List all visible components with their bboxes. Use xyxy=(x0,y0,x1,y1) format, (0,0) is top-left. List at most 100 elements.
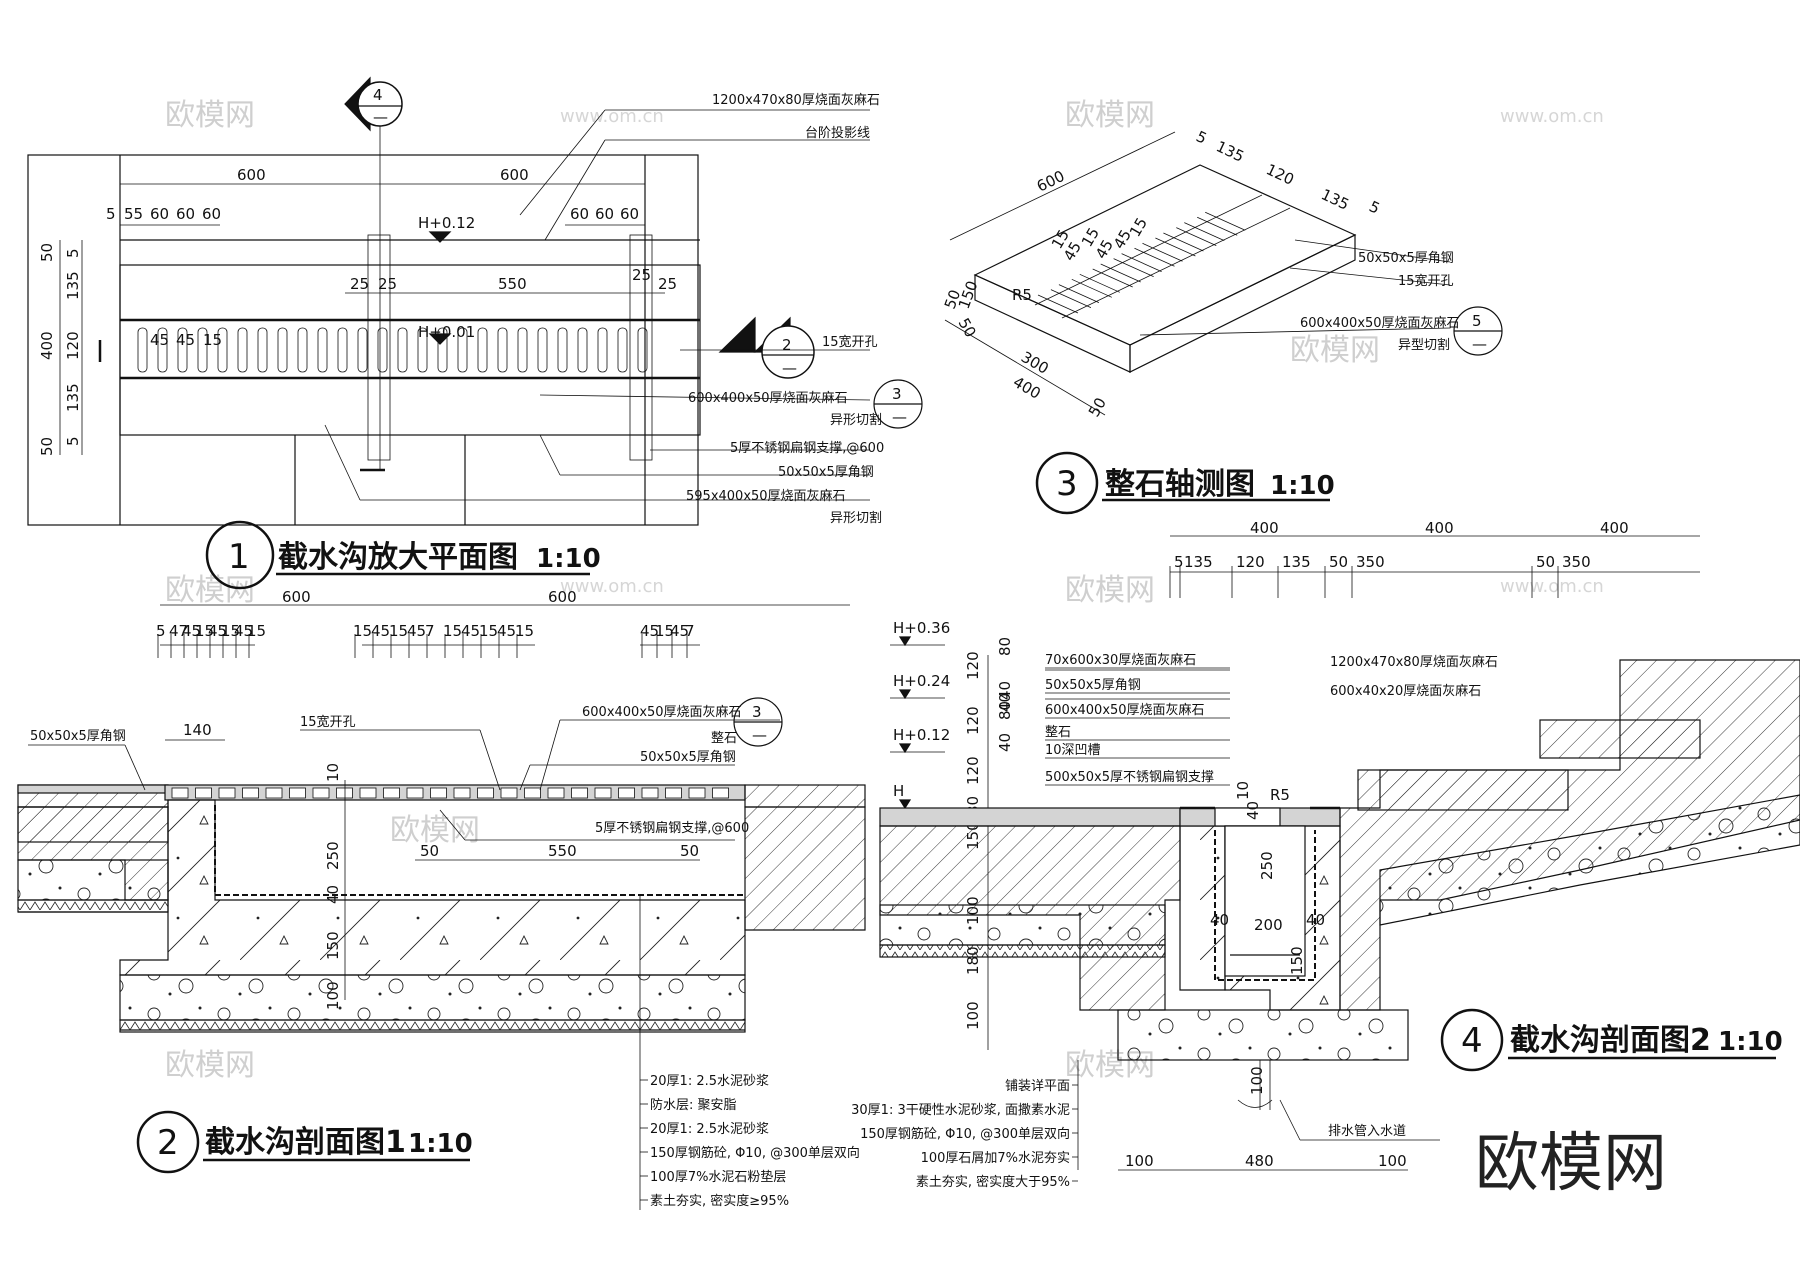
view-title-3: 3 整石轴测图 1:10 xyxy=(1035,451,1335,515)
svg-text:250: 250 xyxy=(324,841,342,870)
svg-text:5厚不锈钢扁钢支撑,@600: 5厚不锈钢扁钢支撑,@600 xyxy=(595,821,749,836)
slot xyxy=(537,327,548,373)
svg-text:3: 3 xyxy=(892,385,902,403)
svg-text:截水沟放大平面图: 截水沟放大平面图 xyxy=(278,540,518,575)
svg-text:60: 60 xyxy=(202,205,221,223)
detail-marker-3: 3 — xyxy=(733,697,783,747)
slot xyxy=(337,327,348,373)
slot xyxy=(437,327,448,373)
svg-text:1:10: 1:10 xyxy=(536,544,601,574)
svg-text:595x400x50厚烧面灰麻石: 595x400x50厚烧面灰麻石 xyxy=(686,489,846,504)
slot xyxy=(197,327,208,373)
dim-label: R5 xyxy=(1270,786,1290,804)
svg-text:135: 135 xyxy=(1318,185,1352,213)
slot xyxy=(277,327,288,373)
svg-text:异形切割: 异形切割 xyxy=(830,510,882,526)
slot xyxy=(665,787,682,799)
slot xyxy=(218,787,236,799)
dim-label: 30厚1: 3干硬性水泥砂浆, 面撒素水泥 xyxy=(851,1102,1070,1118)
iso-slot xyxy=(1134,247,1175,267)
dim-label: 10深凹槽 xyxy=(1045,743,1101,758)
dim-label: 120 xyxy=(1236,553,1265,571)
svg-text:5: 5 xyxy=(1366,197,1382,217)
svg-text:400: 400 xyxy=(1600,519,1629,537)
iso-slot xyxy=(1184,222,1225,241)
section-marker-2: 2 — xyxy=(718,316,815,379)
slot xyxy=(477,787,494,799)
dim-label: 15 xyxy=(247,622,266,640)
svg-text:135: 135 xyxy=(1213,137,1247,165)
svg-text:50x50x5厚角钢: 50x50x5厚角钢 xyxy=(1358,251,1454,266)
svg-text:3: 3 xyxy=(752,703,762,721)
svg-text:60: 60 xyxy=(150,205,169,223)
dim-label: 500x50x5厚不锈钢扁钢支撑 xyxy=(1045,770,1214,785)
dim-label: 45 xyxy=(234,622,253,640)
svg-text:H+0.12: H+0.12 xyxy=(418,214,475,232)
dim-label: 15 xyxy=(443,622,462,640)
slot xyxy=(289,787,306,799)
slot xyxy=(195,787,212,799)
svg-text:50: 50 xyxy=(38,437,56,456)
svg-text:50: 50 xyxy=(680,842,699,860)
svg-text:1:10: 1:10 xyxy=(1718,1027,1783,1057)
svg-text:50x50x5厚角钢: 50x50x5厚角钢 xyxy=(30,729,126,744)
svg-text:600: 600 xyxy=(548,588,577,606)
dim-label: 150厚钢筋砼, Φ10, @300单层双向 xyxy=(650,1145,860,1161)
level-marker xyxy=(898,743,912,754)
watermark-text: 欧模网 xyxy=(1290,333,1380,368)
svg-text:550: 550 xyxy=(548,842,577,860)
slot xyxy=(297,327,308,373)
dim-label: 100厚7%水泥石粉垫层 xyxy=(650,1169,786,1185)
slot xyxy=(597,327,608,373)
dim-label: 20厚1: 2.5水泥砂浆 xyxy=(650,1074,769,1089)
svg-text:600: 600 xyxy=(500,166,529,184)
slot xyxy=(637,327,648,373)
slot xyxy=(453,787,471,799)
svg-text:25: 25 xyxy=(378,275,397,293)
level-marker xyxy=(898,636,912,647)
svg-text:600x400x50厚烧面灰麻石: 600x400x50厚烧面灰麻石 xyxy=(688,391,848,406)
svg-text:异形切割: 异形切割 xyxy=(830,412,882,428)
dim-label: 50 xyxy=(1536,553,1555,571)
dim-label: 铺装详平面 xyxy=(1005,1079,1070,1094)
svg-text:—: — xyxy=(752,726,767,744)
iso-slot xyxy=(1163,232,1204,252)
slot xyxy=(359,787,377,799)
isometric-view: 600 5 135 120 135 5 15 45 15 45 45 15 R5… xyxy=(941,127,1503,420)
dim-label: 45 xyxy=(640,622,659,640)
svg-text:50x50x5厚角钢: 50x50x5厚角钢 xyxy=(640,750,736,765)
watermark-text: 欧模网 xyxy=(1065,98,1155,133)
dim-label: 45 xyxy=(208,622,227,640)
slot xyxy=(312,787,330,799)
dim-label: 40 xyxy=(996,681,1014,700)
dim-label: 素土夯实, 密实度大于95% xyxy=(916,1174,1070,1190)
dim-label: 防水层: 聚安脂 xyxy=(650,1097,737,1113)
dim-label: 150厚钢筋砼, Φ10, @300单层双向 xyxy=(860,1126,1070,1142)
svg-text:异型切割: 异型切割 xyxy=(1398,337,1450,353)
svg-text:55: 55 xyxy=(124,205,143,223)
watermark-text: 欧模网 xyxy=(1065,573,1155,608)
dim-label: 50x50x5厚角钢 xyxy=(1045,678,1141,693)
watermark-url: www.om.cn xyxy=(1500,576,1604,597)
dim-label: H xyxy=(893,782,904,800)
svg-text:400: 400 xyxy=(1250,519,1279,537)
iso-slot xyxy=(1176,227,1217,246)
dim-label: 350 xyxy=(1356,553,1385,571)
dim-label: 45 xyxy=(497,622,516,640)
iso-slot xyxy=(1121,253,1162,273)
svg-text:5: 5 xyxy=(64,248,82,258)
slot xyxy=(641,787,659,799)
watermark-text: 欧模网 xyxy=(390,813,480,848)
view-title-1: 1 截水沟放大平面图 1:10 xyxy=(205,520,601,590)
dim-label: 350 xyxy=(1562,553,1591,571)
svg-text:排水管入水道: 排水管入水道 xyxy=(1328,1124,1406,1139)
dim-label: 45 xyxy=(407,622,426,640)
iso-slot xyxy=(1092,268,1133,288)
dim-label: 整石 xyxy=(1045,725,1071,740)
dim-label: 40 xyxy=(996,733,1014,752)
